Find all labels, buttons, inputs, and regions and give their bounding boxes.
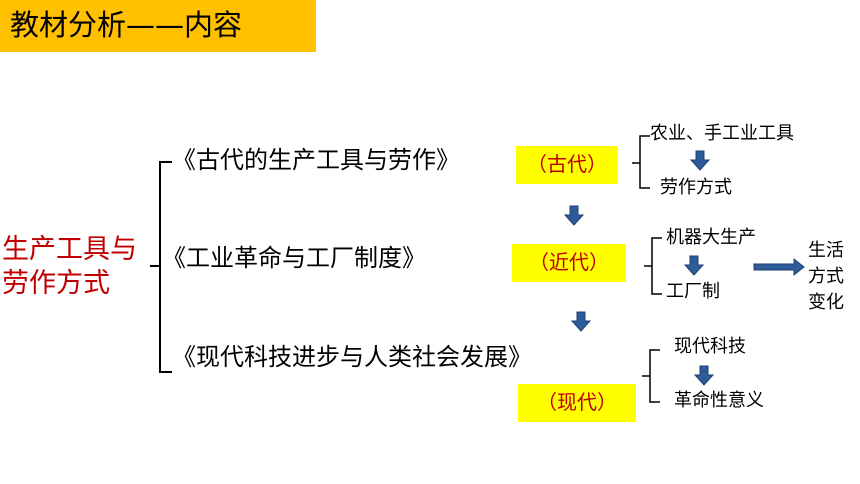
era-badge-contemporary: （现代）: [518, 384, 636, 422]
contemporary-from: 现代科技: [674, 336, 746, 357]
result-line3: 变化: [808, 292, 844, 313]
book-title-contemporary: 《现代科技进步与人类社会发展》: [172, 343, 532, 371]
era-badge-ancient: （古代）: [516, 146, 618, 184]
modern-to: 工厂制: [666, 281, 720, 302]
root-topic-line2: 劳作方式: [2, 268, 110, 299]
era-label: （现代）: [537, 390, 617, 414]
result-line1: 生活: [808, 240, 844, 261]
era-label: （近代）: [529, 250, 609, 274]
ancient-from: 农业、手工业工具: [650, 123, 794, 144]
right-arrow-icon: [753, 257, 805, 277]
era-label: （古代）: [527, 152, 607, 176]
ancient-to: 劳作方式: [660, 177, 732, 198]
result-line2: 方式: [808, 266, 844, 287]
down-arrow-icon: [689, 150, 711, 171]
bracket-contemporary: [642, 349, 660, 403]
book-title-modern: 《工业革命与工厂制度》: [162, 244, 426, 272]
contemporary-to: 革命性意义: [674, 390, 764, 411]
modern-from: 机器大生产: [666, 227, 756, 248]
title-banner: 教材分析——内容: [0, 0, 316, 52]
root-topic-line1: 生产工具与: [2, 234, 137, 265]
bracket-modern: [644, 237, 662, 295]
down-arrow-icon: [683, 255, 705, 276]
page-title: 教材分析——内容: [10, 8, 243, 42]
down-arrow-icon: [570, 311, 592, 332]
era-badge-modern: （近代）: [512, 244, 626, 282]
down-arrow-icon: [563, 205, 585, 226]
bracket-ancient: [632, 135, 650, 189]
down-arrow-icon: [693, 365, 715, 386]
main-bracket: [150, 161, 172, 373]
book-title-ancient: 《古代的生产工具与劳作》: [172, 146, 460, 174]
